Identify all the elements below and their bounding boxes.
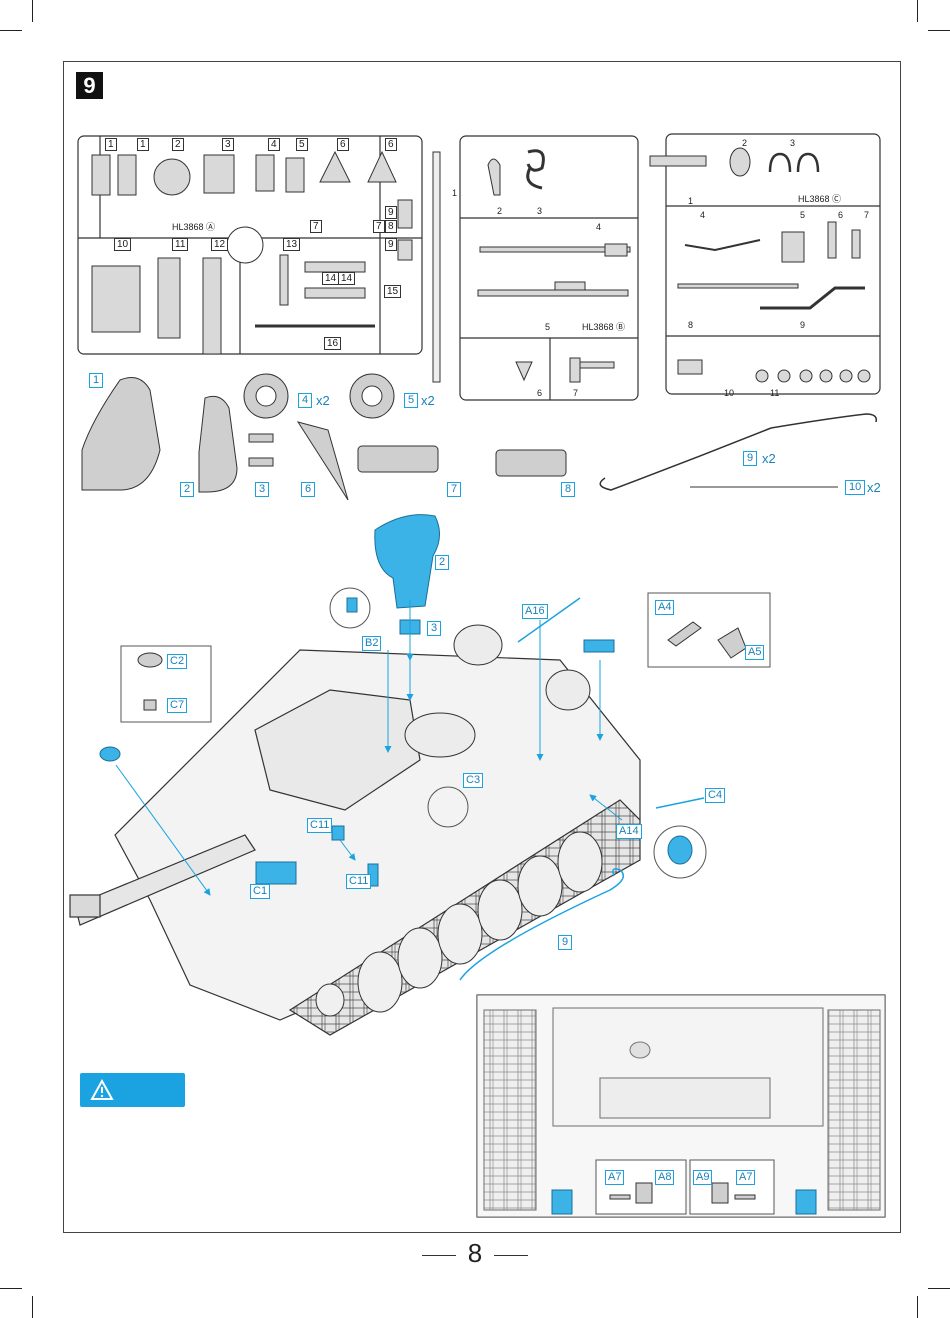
part-number: 10 (845, 480, 865, 495)
sprue-c-label: 7 (864, 210, 869, 220)
sprue-c-label: 10 (724, 388, 734, 398)
callout-a8: A8 (655, 1170, 674, 1185)
sprue-b-label: 7 (573, 388, 578, 398)
sprue-a-label: 6 (385, 138, 397, 151)
sprue-b-label: 5 (545, 322, 550, 332)
callout-a5: A5 (745, 645, 764, 660)
part-number: 4 (298, 393, 312, 408)
sprue-b-label: 4 (596, 222, 601, 232)
sprue-c-label: 5 (800, 210, 805, 220)
callout-c3: C3 (463, 773, 483, 788)
part-number: 1 (89, 373, 103, 388)
page-number-dash (422, 1255, 456, 1256)
part-number: 8 (561, 482, 575, 497)
sprue-a-label: 10 (114, 238, 131, 251)
callout-a14: A14 (616, 824, 642, 839)
callout-a9: A9 (693, 1170, 712, 1185)
sprue-b-label: 3 (537, 206, 542, 216)
page-number-dash (494, 1255, 528, 1256)
callout-a7-right: A7 (736, 1170, 755, 1185)
sprue-a-label: 15 (384, 285, 401, 298)
sprue-a-label: 14 (322, 272, 339, 285)
sprue-c-label: 9 (800, 320, 805, 330)
sprue-a-label: 2 (172, 138, 184, 151)
sprue-c-code: HL3868 Ⓒ (798, 192, 841, 205)
part-number: 9 (743, 451, 757, 466)
page-number-value: 8 (468, 1238, 482, 1268)
part-number: 2 (180, 482, 194, 497)
sprue-b-parts (478, 151, 630, 382)
sprue-a-label: 14 (338, 272, 355, 285)
callout-c4: C4 (705, 788, 725, 803)
part-qty: x2 (762, 451, 776, 466)
part-number: 7 (447, 482, 461, 497)
sprue-a-label: 9 (385, 238, 397, 251)
callout-figure: 2 (435, 555, 449, 570)
sprue-a-label: 11 (172, 238, 188, 251)
sprue-a-label: 6 (337, 138, 349, 151)
callout-a7-left: A7 (605, 1170, 624, 1185)
sprue-c-label: 6 (838, 210, 843, 220)
page-number: 8 (0, 1238, 950, 1269)
sprue-b (460, 136, 638, 400)
callout-a4: A4 (655, 600, 674, 615)
sprue-a-label: 9 (385, 206, 397, 219)
callout-tow-cable: 9 (558, 935, 572, 950)
warning-banner (80, 1073, 185, 1107)
sprue-a-label: 16 (324, 337, 341, 350)
sprue-c-label: 1 (688, 196, 693, 206)
sprue-c-label: 4 (700, 210, 705, 220)
sprue-c-label: 2 (742, 138, 747, 148)
callout-hatch: 3 (427, 621, 441, 636)
sprue-a-label: 1 (105, 138, 117, 151)
callout-c11-top: C11 (307, 818, 332, 833)
sprue-a-label: 7 (310, 220, 322, 233)
callout-c1: C1 (250, 884, 270, 899)
sprue-c-parts (650, 148, 870, 382)
sprue-b-label: 2 (497, 206, 502, 216)
sprue-c-label: 8 (688, 320, 693, 330)
sprue-c (666, 134, 880, 394)
sprue-a-label: 13 (283, 238, 300, 251)
sprue-c-label: 3 (790, 138, 795, 148)
part-number: 5 (404, 393, 418, 408)
sprue-b-label: 6 (537, 388, 542, 398)
sprue-a-code: HL3868 Ⓐ (172, 220, 215, 233)
sprue-a-parts (92, 152, 412, 354)
callout-c2: C2 (167, 654, 187, 669)
part-qty: x2 (421, 393, 435, 408)
callout-c7: C7 (167, 698, 187, 713)
part-qty: x2 (867, 480, 881, 495)
part-number: 3 (255, 482, 269, 497)
sprue-a-label: 4 (268, 138, 280, 151)
callout-c11-bottom: C11 (346, 874, 371, 889)
sprue-a-label: 8 (385, 220, 397, 233)
part-number: 6 (301, 482, 315, 497)
sprue-b-label: 1 (452, 188, 457, 198)
rear-mini-insets (596, 1160, 774, 1214)
sprue-a-label: 1 (137, 138, 149, 151)
sprue-b-code: HL3868 Ⓑ (582, 320, 625, 333)
sprue-a-label: 3 (222, 138, 234, 151)
sprue-a-label: 5 (296, 138, 308, 151)
tow-cable-part (600, 414, 876, 490)
callout-a16: A16 (522, 604, 548, 619)
sprue-a-runner (433, 152, 440, 382)
warning-triangle-icon (90, 1079, 114, 1101)
part-qty: x2 (316, 393, 330, 408)
sprue-c-label: 11 (770, 388, 779, 398)
sprue-a-label: 7 (373, 220, 385, 233)
callout-b2: B2 (362, 636, 381, 651)
sprue-a-label: 12 (211, 238, 228, 251)
